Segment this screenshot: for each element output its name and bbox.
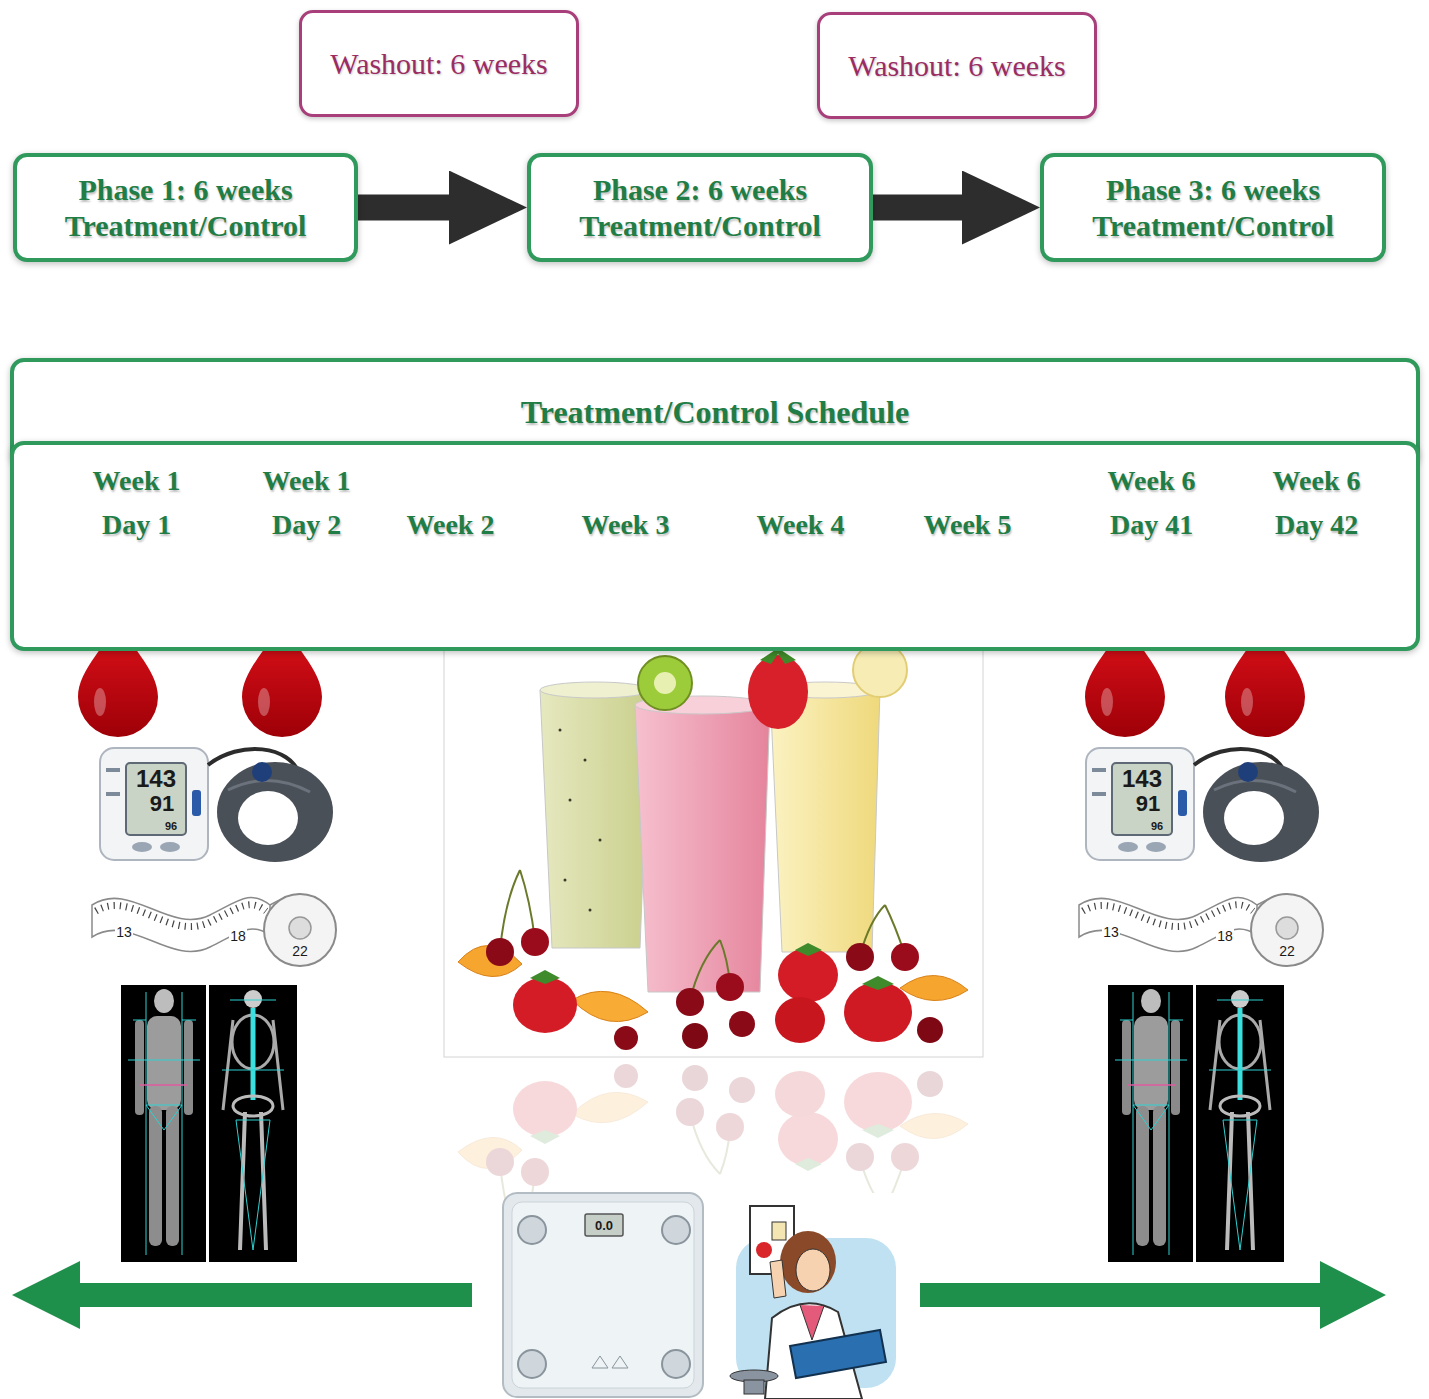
tape-measure [92, 894, 336, 966]
hand-with-fruit [770, 1260, 786, 1298]
blood-drop [242, 615, 322, 737]
strawberry [748, 655, 808, 729]
blouse [800, 1305, 824, 1340]
book [790, 1330, 886, 1378]
seed [564, 879, 567, 882]
phase-text: Phase 1: 6 weeks Treatment/Control [32, 172, 339, 244]
drop-highlight [1241, 688, 1253, 716]
drop-highlight [258, 688, 270, 716]
seed [584, 759, 587, 762]
phase-arrow [873, 195, 1000, 221]
dietitian-clipart [716, 1193, 918, 1399]
tape-number: 18 [229, 929, 247, 943]
schedule-title: Treatment/Control Schedule [521, 393, 909, 431]
phase-arrow [358, 195, 487, 221]
phase-text: Phase 2: 6 weeks Treatment/Control [546, 172, 854, 244]
lcd-reading: 143 [1121, 767, 1163, 791]
tape-number: 13 [1102, 925, 1120, 939]
washout-text: Washout: 6 weeks [330, 46, 548, 82]
glass-rim [540, 682, 650, 698]
apple [756, 1242, 772, 1258]
seed [599, 839, 602, 842]
kiwi-core [654, 672, 676, 694]
tape-number: 13 [115, 925, 133, 939]
scale-display [585, 1214, 623, 1236]
lcd-reading: 91 [1135, 793, 1161, 815]
kitchen-scale [744, 1380, 764, 1394]
blood-drop [1085, 615, 1165, 737]
scale-platform [503, 1193, 703, 1397]
lcd-reading: 91 [149, 793, 175, 815]
washout-box: Washout: 6 weeks [299, 10, 579, 117]
tape-number: 22 [291, 944, 309, 958]
scale-foot [662, 1350, 690, 1378]
week-label: Week 3 [582, 503, 670, 546]
washout-text: Washout: 6 weeks [848, 48, 1066, 84]
week-label: Week 6 Day 41 [1092, 459, 1212, 546]
scale-reading: 0.0 [594, 1219, 614, 1232]
week-label: Week 4 [757, 503, 845, 546]
scale-foot [518, 1216, 546, 1244]
washout-box: Washout: 6 weeks [817, 12, 1097, 119]
scale-glass [512, 1202, 694, 1388]
week-label: Week 5 [924, 503, 1012, 546]
tape-number: 18 [1216, 929, 1234, 943]
blood-drop [1225, 615, 1305, 737]
seed [559, 729, 562, 732]
kiwi-slice [638, 656, 692, 710]
kiwi-seeds [559, 729, 602, 912]
smoothie-photo [444, 633, 983, 1057]
week-label: Week 2 [407, 503, 495, 546]
tape-measure [1079, 894, 1323, 966]
connector-group [358, 207, 1000, 208]
hair [780, 1231, 836, 1293]
milk-glass [772, 1222, 786, 1240]
strawberry-leaves [760, 648, 796, 664]
phase-text: Phase 3: 6 weeks Treatment/Control [1059, 172, 1367, 244]
seed [589, 909, 592, 912]
fruit-pile [458, 870, 968, 1050]
blood-pressure-monitor [1086, 748, 1319, 862]
lcd-reading: 143 [135, 767, 177, 791]
timeline-arrow [920, 1261, 1386, 1329]
timeline-arrow [12, 1261, 472, 1329]
week-label: Week 1 Day 2 [247, 459, 367, 546]
lcd-reading: 96 [164, 821, 178, 832]
blood-drop [78, 615, 158, 737]
seed [569, 799, 572, 802]
phase-box: Phase 3: 6 weeks Treatment/Control [1040, 153, 1386, 262]
week-label: Week 6 Day 42 [1257, 459, 1377, 546]
lcd-reading: 96 [1150, 821, 1164, 832]
dxa-scan [121, 985, 297, 1262]
scale-warning-marks [592, 1356, 628, 1368]
green-smoothie-glass [540, 690, 650, 948]
week-timeline: Week 1 Day 1 Week 1 Day 2 Week 2 Week 3 Week… [10, 441, 1420, 651]
bathroom-scale [503, 1193, 703, 1397]
banana-slice [853, 643, 907, 697]
scale-foot [662, 1216, 690, 1244]
tape-number: 22 [1278, 944, 1296, 958]
week-label: Week 1 Day 1 [77, 459, 197, 546]
schedule-band: Treatment/Control Schedule [10, 358, 1420, 467]
phase-box: Phase 2: 6 weeks Treatment/Control [527, 153, 873, 262]
drop-highlight [1101, 688, 1113, 716]
clipart-ground [716, 1193, 918, 1399]
banana-smoothie-glass [770, 690, 880, 952]
drop-highlight [94, 688, 106, 716]
face [796, 1249, 830, 1291]
phase-box: Phase 1: 6 weeks Treatment/Control [13, 153, 358, 262]
photo-frame [444, 633, 983, 1057]
scale-foot [518, 1350, 546, 1378]
blood-pressure-monitor [100, 748, 333, 862]
dxa-scan [1108, 985, 1284, 1262]
strawberry-smoothie-glass [635, 705, 770, 992]
